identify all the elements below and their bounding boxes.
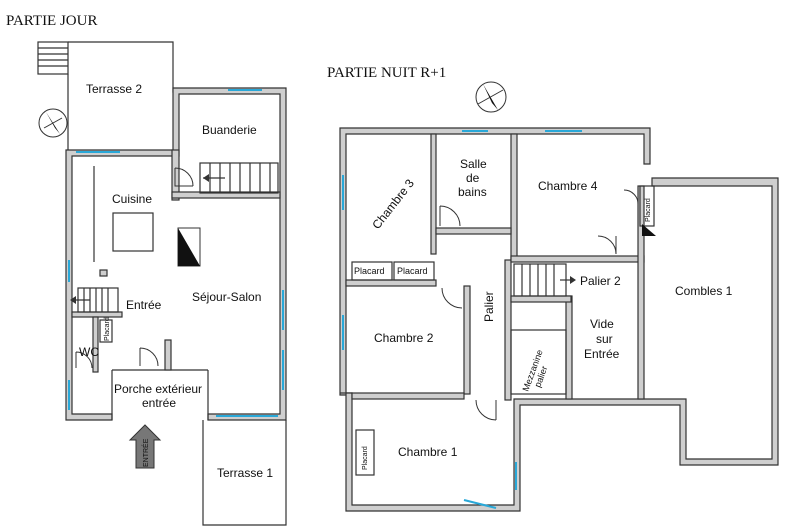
room-vide-line2: sur xyxy=(596,332,613,346)
mezzanine-outline xyxy=(510,329,567,395)
night-part-plan: Placard Placard Placard Placard xyxy=(339,81,779,512)
placard-ch1-label: Placard xyxy=(362,446,369,470)
fireplace xyxy=(177,227,201,267)
night-lower-walls xyxy=(340,177,779,512)
wc-placard-label: Placard xyxy=(104,317,111,341)
room-chambre-3: Chambre 3 xyxy=(369,176,417,232)
terrace1-outline xyxy=(202,420,287,526)
placard-a xyxy=(351,261,393,281)
room-entree: Entrée xyxy=(126,298,162,312)
room-porche-line1: Porche extérieur xyxy=(114,382,202,396)
placard-ch1 xyxy=(355,429,375,476)
room-chambre-4: Chambre 4 xyxy=(538,179,598,193)
exterior-stairs xyxy=(37,41,69,75)
room-combles-1: Combles 1 xyxy=(675,284,733,298)
placard-a-label: Placard xyxy=(354,266,385,276)
entry-arrow-icon xyxy=(128,424,162,469)
room-chambre-2: Chambre 2 xyxy=(374,331,434,345)
room-wc: WC xyxy=(79,345,99,359)
day-stairs xyxy=(70,162,279,313)
porch-outline xyxy=(111,369,209,420)
room-palier-2: Palier 2 xyxy=(580,274,621,288)
room-terrasse-2: Terrasse 2 xyxy=(86,82,142,96)
chimney-icon xyxy=(642,224,656,236)
room-salle-line3: bains xyxy=(458,185,487,199)
wc-placard xyxy=(99,319,113,343)
compass-icon-night xyxy=(475,81,507,113)
day-part-plan: ENTRÉE Placard Terrasse 2 Buanderie Cuis… xyxy=(37,41,287,526)
night-doors xyxy=(439,189,639,421)
placard-right-label: Placard xyxy=(645,198,652,222)
room-vide-line3: Entrée xyxy=(584,347,620,361)
room-palier: Palier xyxy=(482,291,496,322)
room-salle-line1: Salle xyxy=(460,157,487,171)
room-buanderie: Buanderie xyxy=(202,123,257,137)
night-part-title: PARTIE NUIT R+1 xyxy=(327,65,446,81)
room-chambre-1: Chambre 1 xyxy=(398,445,458,459)
night-stairs xyxy=(513,263,576,297)
day-part-title: PARTIE JOUR xyxy=(6,13,97,29)
room-porche-line2: entrée xyxy=(142,396,176,410)
room-salle-line2: de xyxy=(466,171,480,185)
room-vide-line1: Vide xyxy=(590,317,614,331)
placard-b xyxy=(393,261,435,281)
room-cuisine: Cuisine xyxy=(112,192,152,206)
day-doors xyxy=(75,167,194,369)
placard-b-label: Placard xyxy=(397,266,428,276)
kitchen-island xyxy=(112,212,154,252)
entry-arrow-label: ENTRÉE xyxy=(141,438,150,467)
night-windows xyxy=(342,130,582,509)
day-windows xyxy=(68,89,284,417)
room-sejour-salon: Séjour-Salon xyxy=(192,290,261,304)
placard-right xyxy=(639,185,655,227)
compass-icon-day xyxy=(38,108,68,138)
room-terrasse-1: Terrasse 1 xyxy=(217,466,273,480)
